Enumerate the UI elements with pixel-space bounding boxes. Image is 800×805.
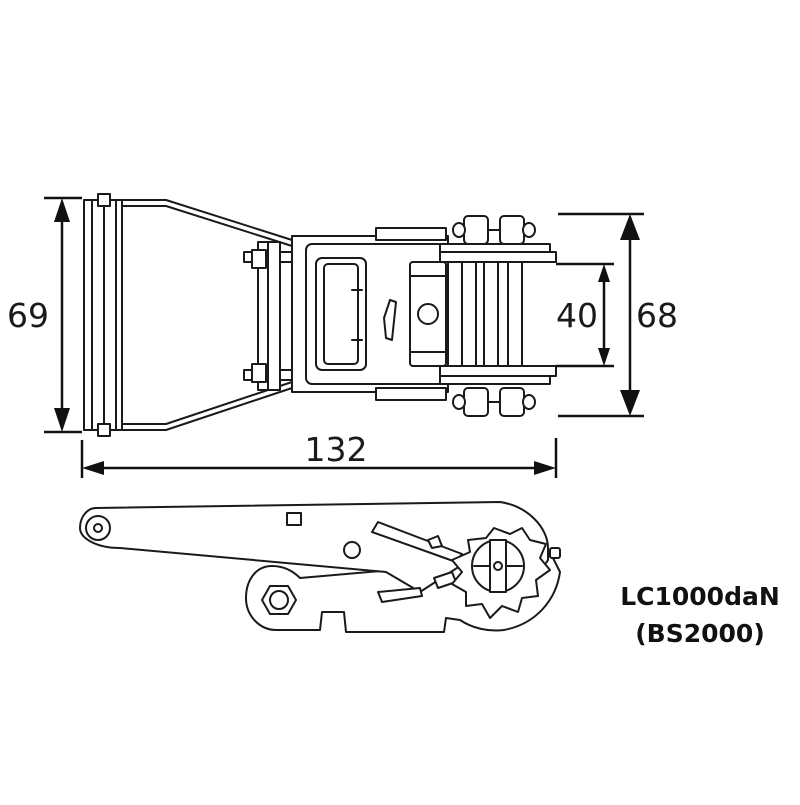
square-slot — [286, 512, 302, 526]
pawl-slot — [383, 299, 397, 341]
release-pawl — [371, 521, 463, 563]
top-nuts — [452, 215, 536, 245]
dim-label-40: 40 — [556, 296, 598, 335]
spindle-rail-bottom — [439, 365, 557, 377]
dim-label-68: 68 — [636, 296, 678, 335]
pivot-hole — [343, 541, 361, 559]
dim-label-132: 132 — [305, 430, 368, 469]
rating-line-1: LC1000daN — [620, 582, 780, 611]
spindle-rail-top — [439, 243, 551, 253]
bottom-nuts — [452, 387, 536, 417]
handle-inner-line — [121, 205, 293, 425]
top-view — [83, 193, 557, 437]
dimension-132: 132 — [80, 430, 558, 478]
dimension-69: 69 — [7, 196, 82, 434]
dimension-40: 40 — [556, 262, 614, 368]
rating-line-2: (BS2000) — [635, 619, 765, 648]
rating-label: LC1000daN (BS2000) — [620, 582, 780, 648]
spindle-bars — [461, 261, 477, 367]
dimension-68: 68 — [558, 212, 678, 418]
left-window — [315, 257, 367, 371]
dim-label-69: 69 — [7, 296, 49, 335]
handle-hole — [85, 515, 111, 541]
hex-nut — [261, 585, 297, 615]
side-view — [79, 501, 561, 633]
